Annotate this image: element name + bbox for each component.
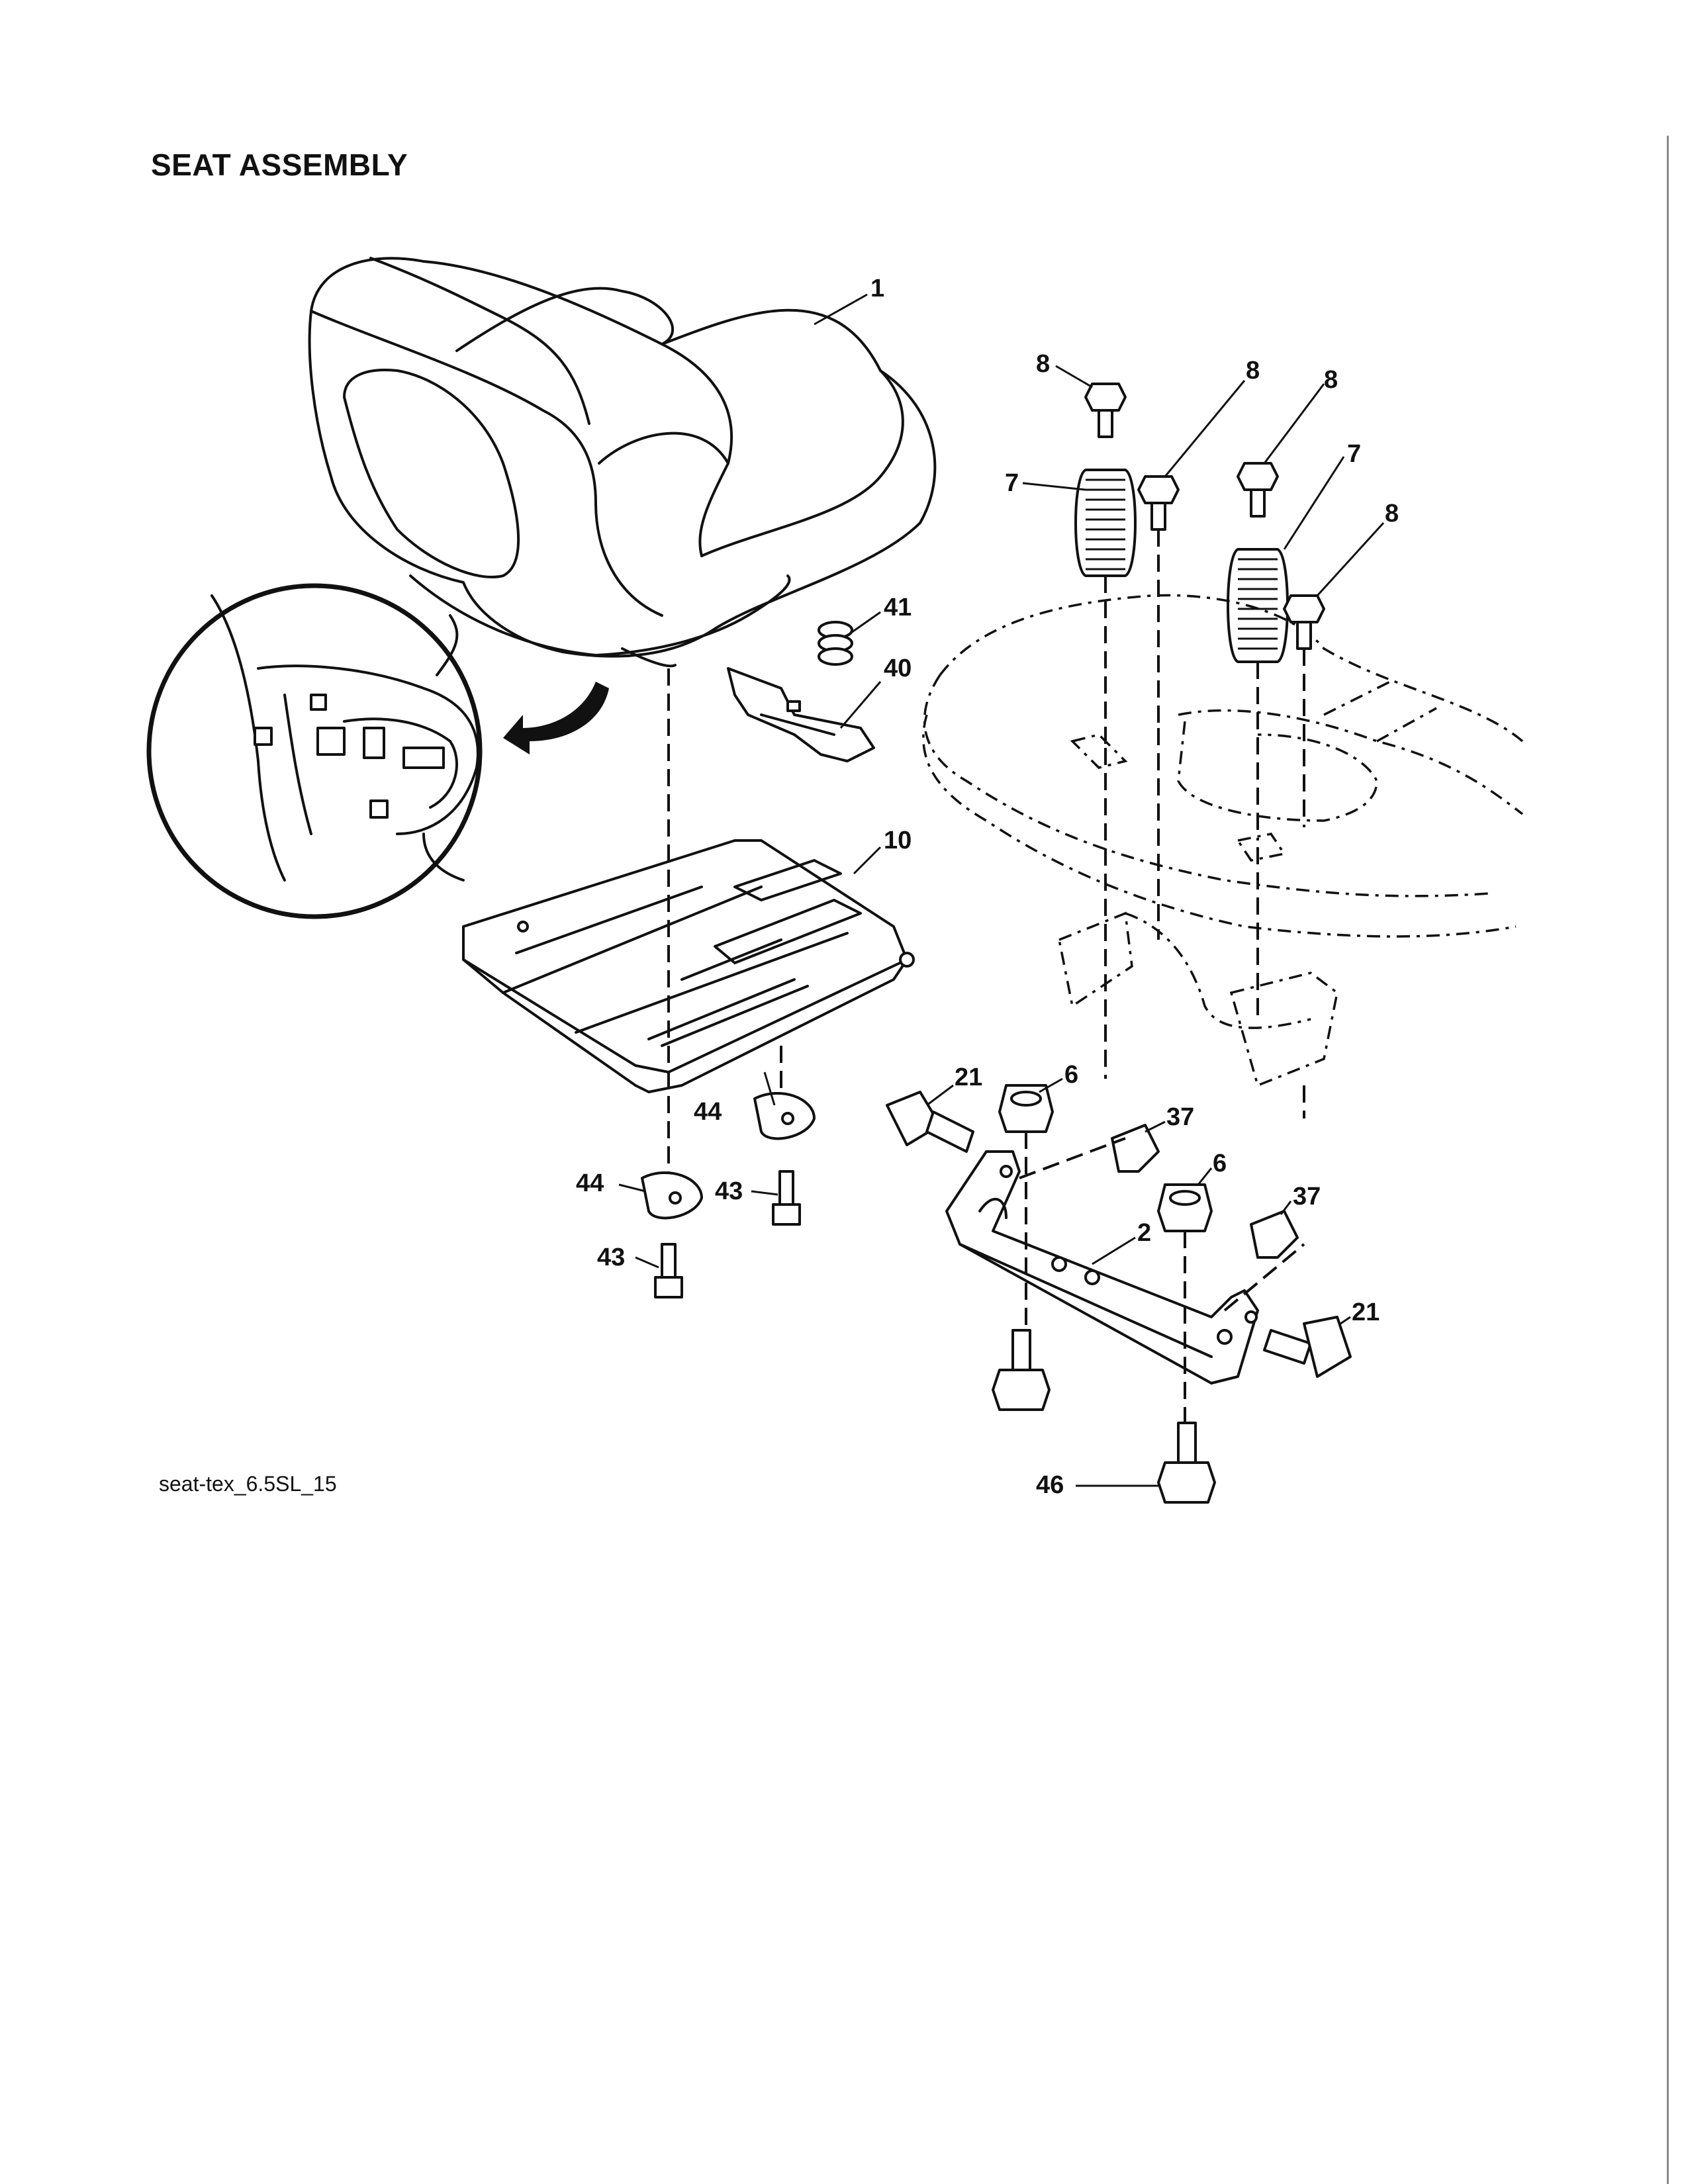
callout-21-b: 21 <box>1352 1298 1380 1326</box>
tractor-frame-outline <box>922 594 1524 1118</box>
screw-part-b <box>772 1170 801 1226</box>
assembly-lines-top <box>1104 529 1305 841</box>
callout-7-b: 7 <box>1347 440 1361 468</box>
callout-43-a: 43 <box>597 1244 625 1271</box>
callout-37-b: 37 <box>1293 1183 1321 1210</box>
callout-1: 1 <box>870 275 884 302</box>
page-edge-line <box>1667 136 1669 2184</box>
page-title: SEAT ASSEMBLY <box>151 148 408 182</box>
figure-reference: seat-tex_6.5SL_15 <box>159 1472 337 1496</box>
callout-21-a: 21 <box>955 1064 982 1091</box>
seat-pan-part <box>462 839 915 1093</box>
callout-2: 2 <box>1137 1219 1151 1247</box>
side-bolt-left <box>886 1091 974 1153</box>
compression-spring-part <box>818 621 853 666</box>
clip-part <box>727 667 875 762</box>
bolt-parts-top <box>1084 383 1325 650</box>
callout-7-a: 7 <box>1005 469 1019 497</box>
curved-arrow <box>503 682 609 754</box>
side-bolt-right <box>1263 1316 1352 1378</box>
washer-part-b <box>753 1092 816 1140</box>
callout-8-c: 8 <box>1324 366 1338 394</box>
callout-8-a: 8 <box>1036 350 1050 378</box>
callout-10: 10 <box>884 827 912 854</box>
screw-part-a <box>654 1243 683 1298</box>
callout-8-b: 8 <box>1246 357 1260 385</box>
callout-41: 41 <box>884 594 912 621</box>
assembly-lines-bracket <box>1019 1132 1305 1423</box>
callout-44-b: 44 <box>694 1098 722 1126</box>
leader-lines <box>618 293 1385 1487</box>
callout-6-b: 6 <box>1213 1150 1227 1177</box>
seat-part <box>308 257 937 668</box>
spring-part-right <box>1227 548 1289 663</box>
washer-part-a <box>641 1171 703 1220</box>
callout-43-b: 43 <box>715 1177 743 1205</box>
callout-46: 46 <box>1036 1471 1064 1499</box>
bracket-part <box>945 1150 1259 1385</box>
callout-44-a: 44 <box>576 1169 604 1197</box>
spring-part-left <box>1074 469 1137 577</box>
bottom-bolt-parts <box>992 1329 1216 1504</box>
callout-6-a: 6 <box>1064 1061 1078 1089</box>
detail-view-circle <box>146 583 483 919</box>
callout-37-a: 37 <box>1166 1103 1194 1131</box>
callout-40: 40 <box>884 655 912 682</box>
callout-8-d: 8 <box>1385 500 1399 527</box>
nut-parts <box>998 1084 1299 1259</box>
